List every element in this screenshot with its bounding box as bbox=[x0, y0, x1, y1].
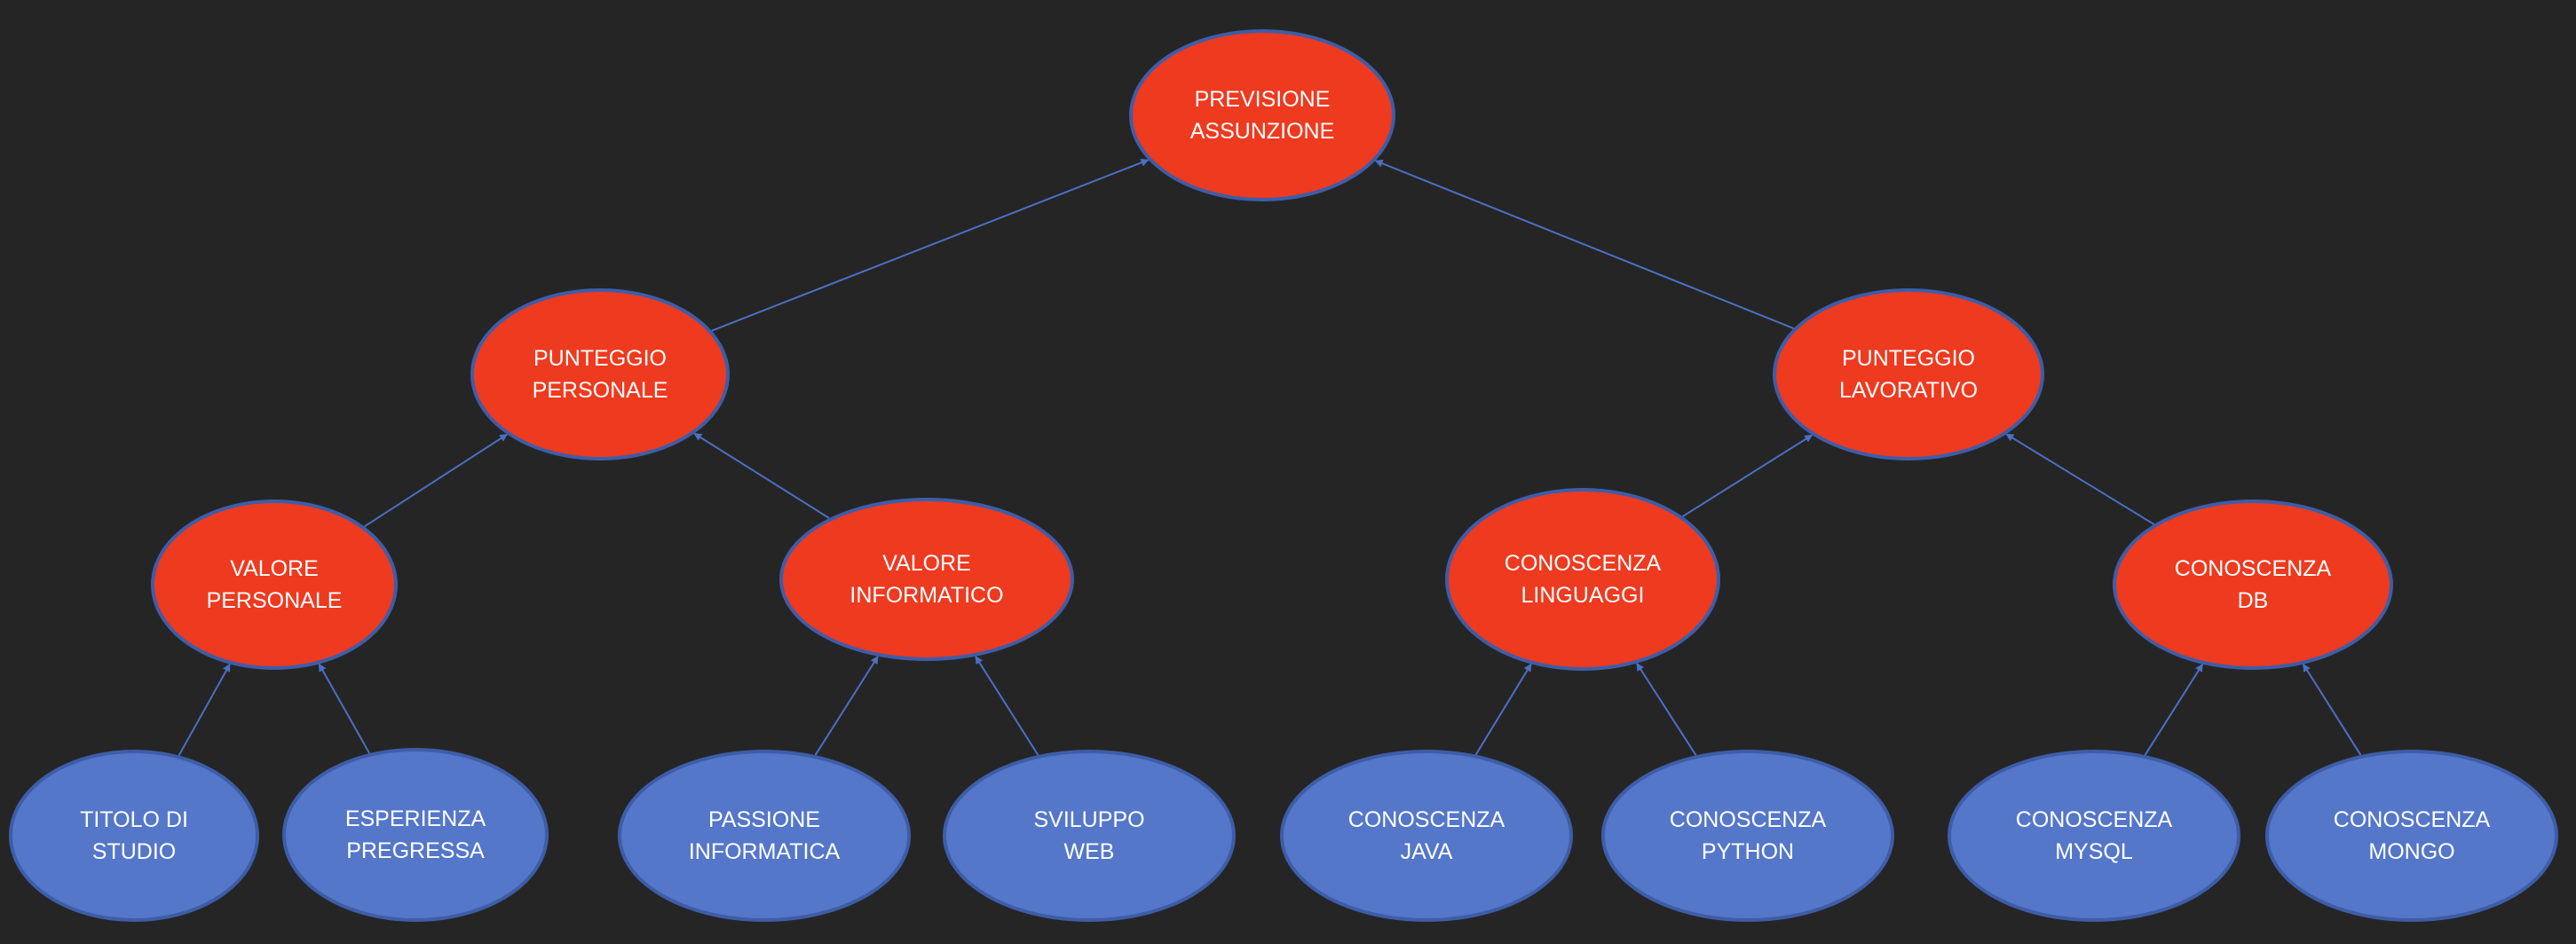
node-label: SVILUPPO WEB bbox=[1033, 807, 1145, 864]
arrow-punteggio-personale-to-previsione-assunzione bbox=[711, 158, 1150, 332]
arrow-sviluppo-web-to-valore-informatico bbox=[975, 656, 1039, 756]
node-label: PREVISIONE ASSUNZIONE bbox=[1189, 87, 1335, 144]
node-label: CONOSCENZA DB bbox=[2174, 556, 2332, 613]
arrow-valore-informatico-to-punteggio-personale bbox=[693, 432, 830, 519]
arrow-esperienza-pregressa-to-valore-personale bbox=[318, 663, 371, 754]
node-label: PUNTEGGIO PERSONALE bbox=[532, 346, 668, 403]
node-conoscenza-mongo[interactable]: CONOSCENZA MONGO bbox=[2265, 750, 2558, 922]
arrow-titolo-di-studio-to-valore-personale bbox=[178, 663, 231, 756]
arrow-conoscenza-mongo-to-conoscenza-db bbox=[2302, 663, 2362, 756]
node-conoscenza-db[interactable]: CONOSCENZA DB bbox=[2113, 500, 2393, 670]
node-label: ESPERIENZA PREGRESSA bbox=[344, 806, 486, 863]
node-sviluppo-web[interactable]: SVILUPPO WEB bbox=[943, 750, 1236, 922]
node-label: VALORE INFORMATICO bbox=[849, 551, 1004, 608]
node-valore-personale[interactable]: VALORE PERSONALE bbox=[151, 500, 398, 670]
arrow-valore-personale-to-punteggio-personale bbox=[363, 433, 509, 528]
node-label: CONOSCENZA LINGUAGGI bbox=[1504, 551, 1662, 608]
node-label: CONOSCENZA JAVA bbox=[1347, 807, 1505, 864]
node-punteggio-lavorativo[interactable]: PUNTEGGIO LAVORATIVO bbox=[1773, 288, 2044, 460]
node-valore-informatico[interactable]: VALORE INFORMATICO bbox=[779, 498, 1074, 661]
node-conoscenza-linguaggi[interactable]: CONOSCENZA LINGUAGGI bbox=[1445, 488, 1720, 671]
node-conoscenza-mysql[interactable]: CONOSCENZA MYSQL bbox=[1948, 750, 2240, 922]
arrow-conoscenza-db-to-punteggio-lavorativo bbox=[2005, 433, 2155, 525]
node-conoscenza-python[interactable]: CONOSCENZA PYTHON bbox=[1601, 750, 1894, 922]
node-label: PASSIONE INFORMATICA bbox=[688, 807, 841, 864]
node-label: CONOSCENZA PYTHON bbox=[1669, 807, 1827, 864]
node-label: PUNTEGGIO LAVORATIVO bbox=[1838, 346, 1979, 403]
arrow-conoscenza-java-to-conoscenza-linguaggi bbox=[1474, 663, 1532, 756]
node-esperienza-pregressa[interactable]: ESPERIENZA PREGRESSA bbox=[282, 748, 549, 922]
node-punteggio-personale[interactable]: PUNTEGGIO PERSONALE bbox=[470, 288, 730, 460]
arrow-conoscenza-linguaggi-to-punteggio-lavorativo bbox=[1681, 434, 1813, 518]
node-previsione-assunzione[interactable]: PREVISIONE ASSUNZIONE bbox=[1129, 29, 1395, 201]
node-label: CONOSCENZA MONGO bbox=[2333, 807, 2491, 864]
node-passione-informatica[interactable]: PASSIONE INFORMATICA bbox=[618, 750, 911, 922]
arrow-passione-informatica-to-valore-informatico bbox=[814, 656, 879, 756]
arrow-punteggio-lavorativo-to-previsione-assunzione bbox=[1374, 159, 1795, 330]
node-label: CONOSCENZA MYSQL bbox=[2015, 807, 2173, 864]
node-titolo-di-studio[interactable]: TITOLO DI STUDIO bbox=[9, 750, 259, 922]
node-conoscenza-java[interactable]: CONOSCENZA JAVA bbox=[1280, 750, 1573, 922]
arrow-conoscenza-python-to-conoscenza-linguaggi bbox=[1636, 662, 1697, 756]
arrow-conoscenza-mysql-to-conoscenza-db bbox=[2144, 663, 2204, 756]
node-label: TITOLO DI STUDIO bbox=[80, 807, 188, 864]
node-label: VALORE PERSONALE bbox=[206, 556, 343, 613]
